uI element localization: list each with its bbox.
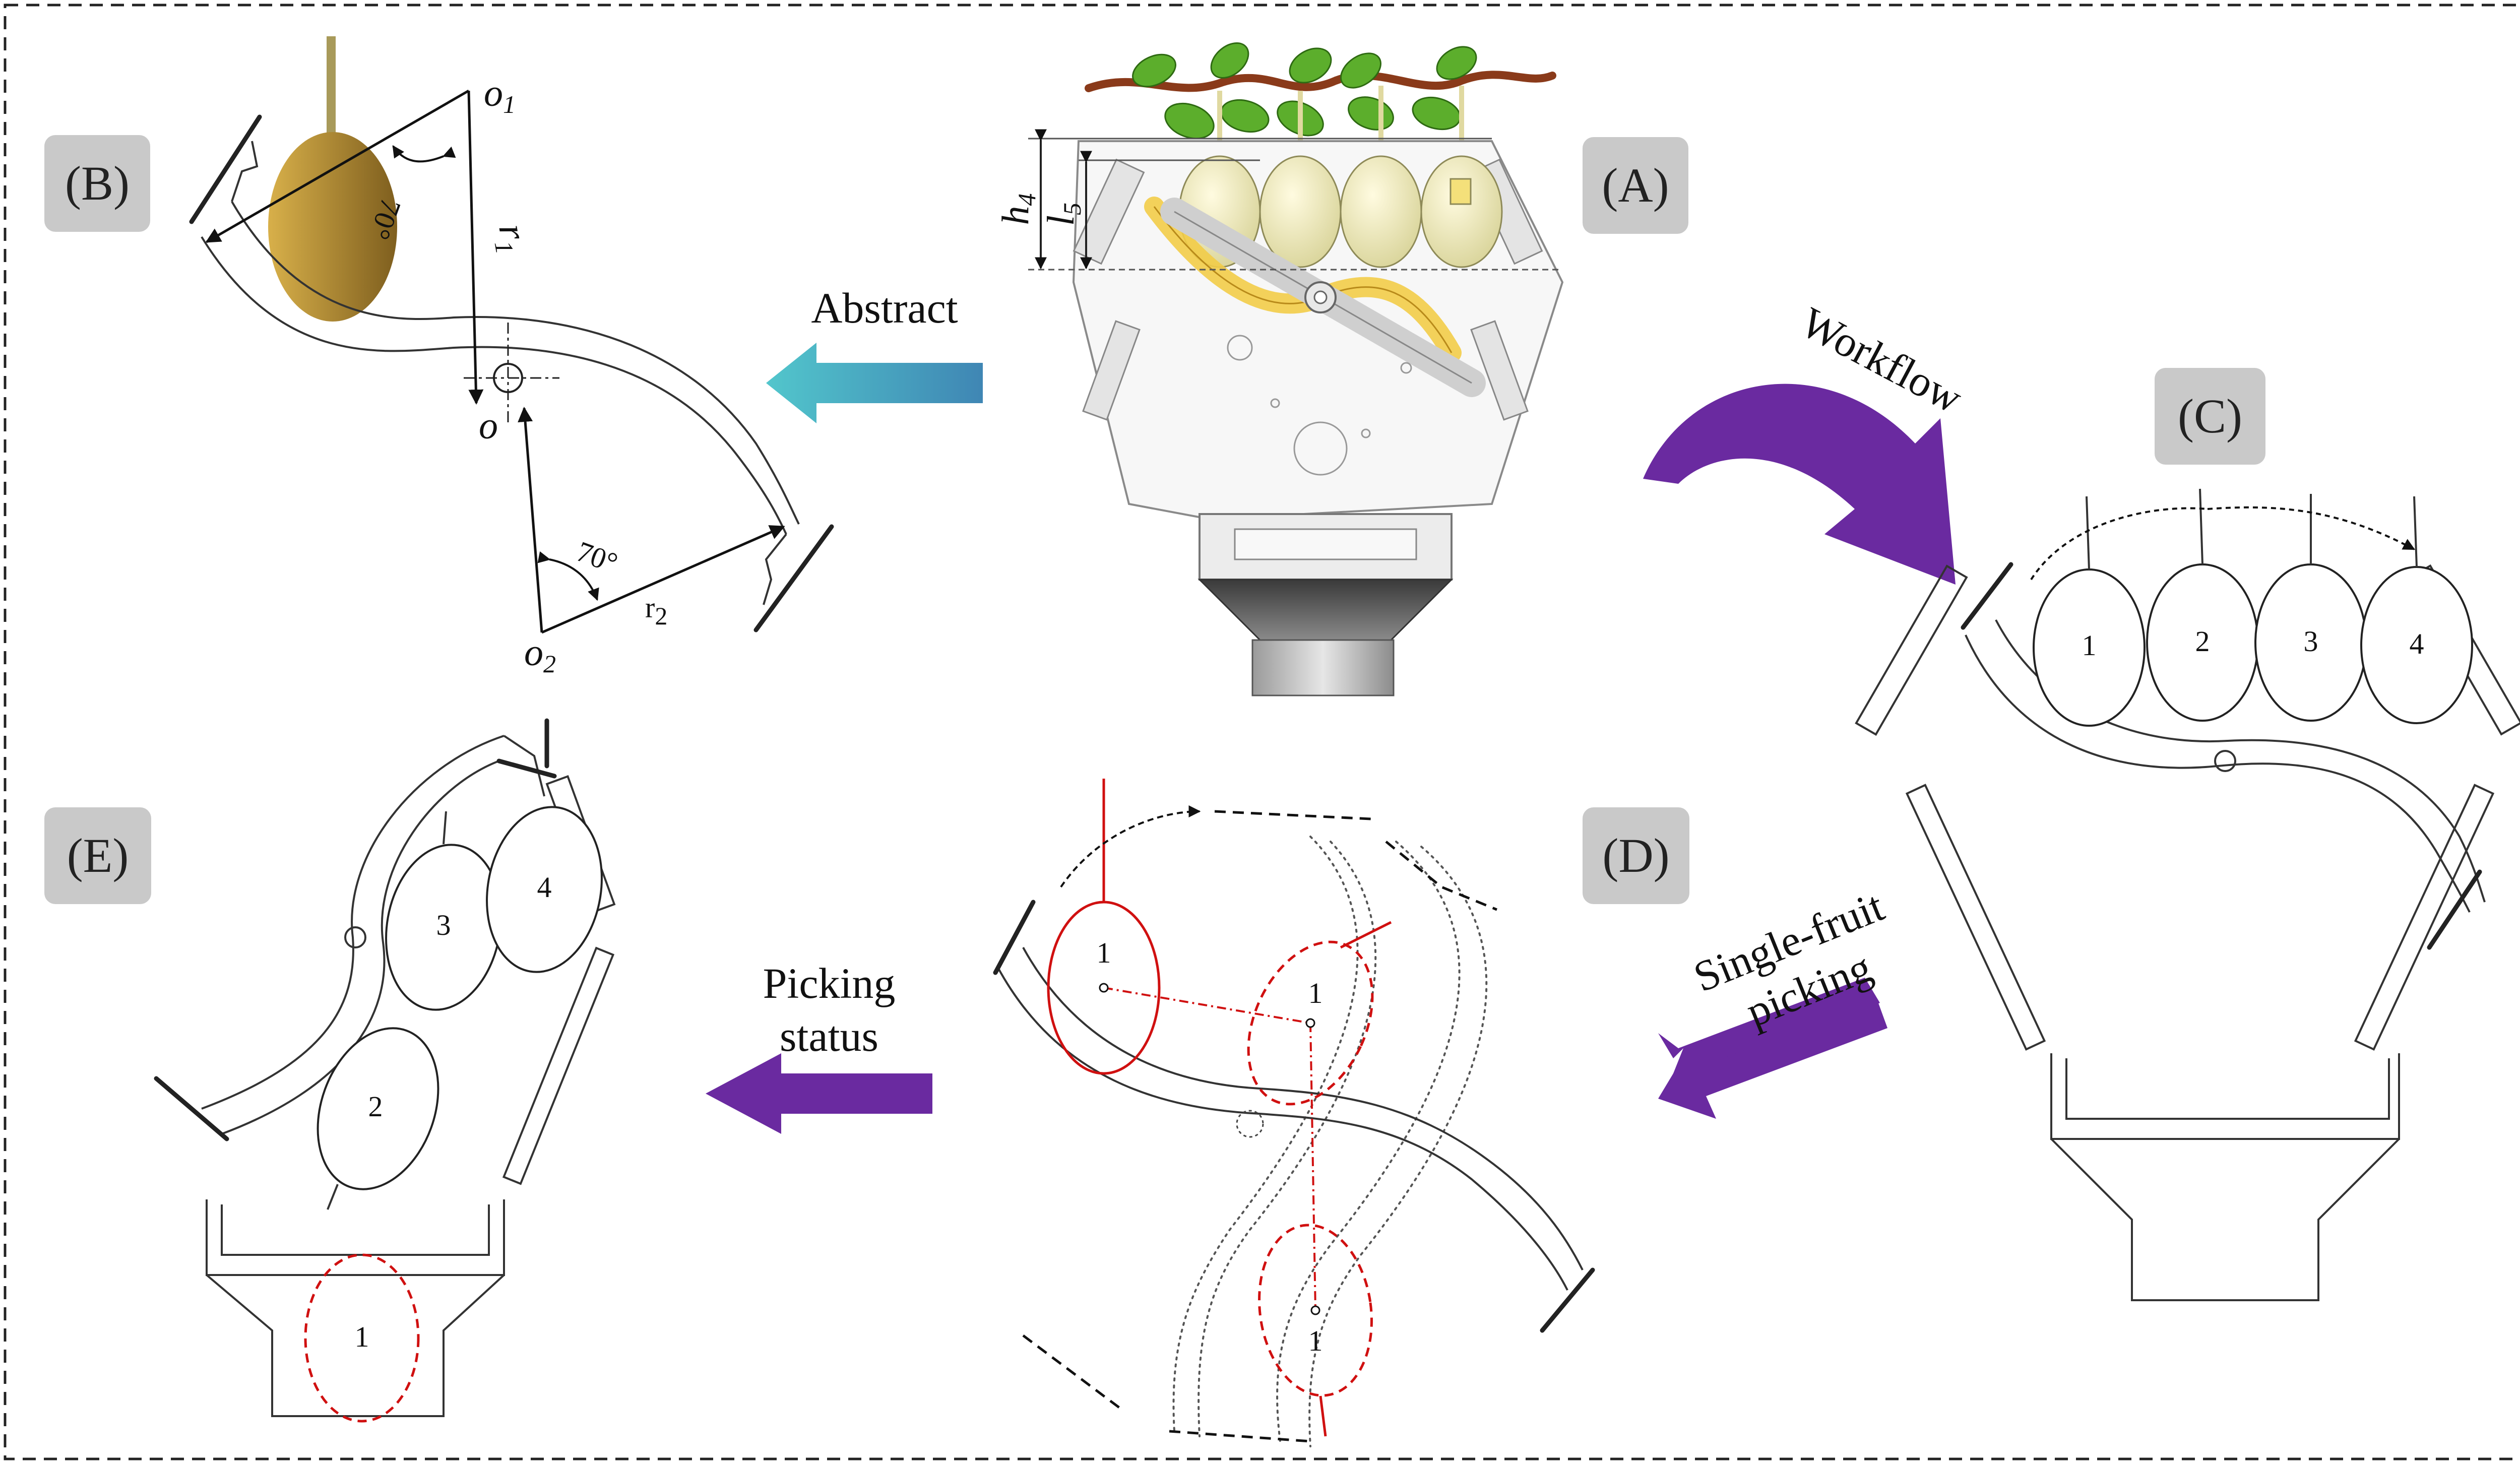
svg-text:Abstract: Abstract [811, 284, 958, 332]
svg-text:(E): (E) [67, 829, 129, 882]
dimension-lines [1028, 129, 1562, 271]
svg-text:4: 4 [2410, 627, 2424, 660]
svg-text:2: 2 [2195, 625, 2210, 658]
panel-b-geometry: o1 o2 o r1 r2 70° 70° [189, 36, 834, 678]
label-r1: r1 [486, 221, 537, 256]
fruit-row-3d [1178, 155, 1503, 268]
svg-text:1: 1 [1308, 1324, 1323, 1357]
panel-tag-b: (B) [44, 135, 150, 232]
dim-l5-label: l5 [1040, 203, 1086, 226]
dim-h4-label: h4 [994, 194, 1041, 225]
panel-tag-a: (A) [1583, 137, 1688, 234]
svg-text:1: 1 [1308, 977, 1323, 1009]
svg-text:status: status [780, 1012, 878, 1060]
svg-text:1: 1 [1097, 936, 1111, 969]
vine [1085, 71, 1556, 92]
panel-c-sketch: 1 2 3 4 [1855, 488, 2520, 1301]
svg-text:3: 3 [2304, 625, 2318, 658]
svg-text:3: 3 [436, 909, 451, 941]
svg-text:(A): (A) [1602, 158, 1669, 212]
collection-tube [1251, 639, 1395, 696]
panel-a-rendering: h4 l5 [994, 42, 1564, 696]
panel-d-sketch: 1 1 1 [993, 779, 1595, 1447]
panel-e-sketch: 3 4 2 1 [154, 718, 616, 1423]
svg-text:(B): (B) [65, 156, 130, 210]
label-o: o [479, 405, 498, 447]
panel-tag-c: (C) [2155, 368, 2265, 465]
svg-text:1: 1 [355, 1320, 369, 1353]
svg-text:2: 2 [368, 1090, 383, 1123]
panel-tag-e: (E) [44, 807, 151, 904]
svg-text:4: 4 [537, 871, 552, 904]
svg-text:(C): (C) [2178, 389, 2242, 443]
svg-text:Picking: Picking [763, 959, 896, 1007]
arrow-picking-status: Picking status [706, 959, 932, 1134]
arrow-abstract: Abstract [766, 284, 983, 423]
svg-text:1: 1 [2082, 629, 2097, 662]
arrow-single-fruit: Single-fruit picking [1658, 881, 1891, 1119]
c-fruits: 1 2 3 4 [2033, 488, 2473, 727]
label-o2: o2 [524, 631, 556, 678]
collection-chute [1198, 579, 1454, 641]
panel-tag-d: (D) [1583, 807, 1689, 904]
label-r2: r2 [645, 591, 667, 630]
kiwi-fruit [268, 132, 397, 322]
arrow-workflow: Workflow [1643, 298, 1970, 585]
label-o1: o1 [484, 72, 516, 118]
svg-text:(D): (D) [1602, 829, 1669, 882]
